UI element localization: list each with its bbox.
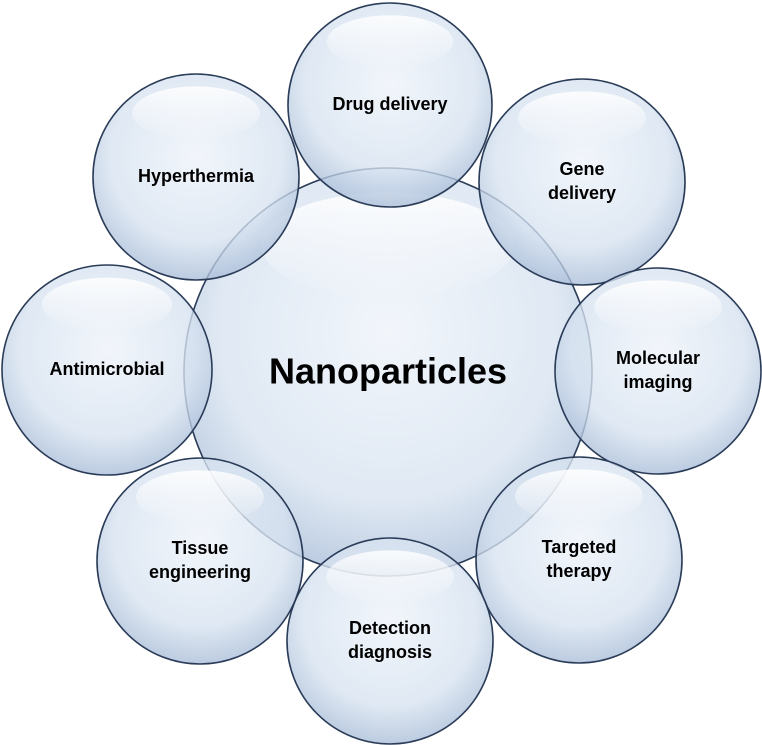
satellite-label-targeted-therapy: Targeted therapy — [542, 537, 617, 581]
satellite-label-detection-diagnosis: Detection diagnosis — [348, 618, 432, 662]
center-bubble-highlight — [261, 192, 515, 299]
satellite-label-drug-delivery: Drug delivery — [332, 94, 447, 114]
satellite-label-gene-delivery: Gene delivery — [548, 159, 616, 203]
satellite-label-line: Tissue — [172, 538, 229, 558]
satellite-label-line: Targeted — [542, 537, 617, 557]
satellite-label-line: delivery — [548, 183, 616, 203]
satellite-label-line: Hyperthermia — [138, 166, 255, 186]
satellite-bubble-molecular-imaging — [554, 267, 762, 475]
satellite-label-line: therapy — [546, 561, 611, 581]
satellite-label-line: Detection — [349, 618, 431, 638]
satellite-label-line: Molecular — [616, 348, 700, 368]
center-bubble — [183, 167, 593, 577]
satellite-bubble-tissue-engineering-highlight — [136, 470, 264, 524]
satellite-bubble-targeted-therapy — [475, 456, 683, 664]
satellite-bubble-molecular-imaging-highlight — [594, 280, 722, 334]
satellite-bubble-gene-delivery — [478, 78, 686, 286]
satellite-bubble-targeted-therapy-highlight — [515, 469, 643, 523]
satellite-label-line: Antimicrobial — [49, 359, 164, 379]
satellite-label-line: Drug delivery — [332, 94, 447, 114]
satellite-bubble-hyperthermia — [92, 73, 300, 281]
satellite-label-antimicrobial: Antimicrobial — [49, 359, 164, 379]
satellite-bubble-antimicrobial — [1, 264, 213, 476]
satellite-label-molecular-imaging: Molecular imaging — [616, 348, 700, 392]
satellite-label-line: diagnosis — [348, 642, 432, 662]
satellite-label-tissue-engineering: Tissue engineering — [149, 538, 251, 582]
satellite-bubble-antimicrobial-highlight — [41, 277, 173, 333]
satellite-bubble-drug-delivery — [287, 2, 493, 208]
satellite-bubble-drug-delivery-highlight — [326, 15, 454, 69]
satellite-bubble-gene-delivery-highlight — [518, 91, 646, 145]
satellite-label-line: imaging — [623, 372, 692, 392]
satellite-bubble-detection-diagnosis — [286, 537, 494, 745]
center-label: Nanoparticles — [269, 351, 507, 392]
satellite-bubble-detection-diagnosis-highlight — [326, 550, 454, 604]
satellite-label-line: Gene — [559, 159, 604, 179]
satellite-bubble-tissue-engineering — [96, 457, 304, 665]
satellite-label-hyperthermia: Hyperthermia — [138, 166, 255, 186]
satellite-bubble-hyperthermia-highlight — [132, 86, 260, 140]
satellite-label-line: engineering — [149, 562, 251, 582]
